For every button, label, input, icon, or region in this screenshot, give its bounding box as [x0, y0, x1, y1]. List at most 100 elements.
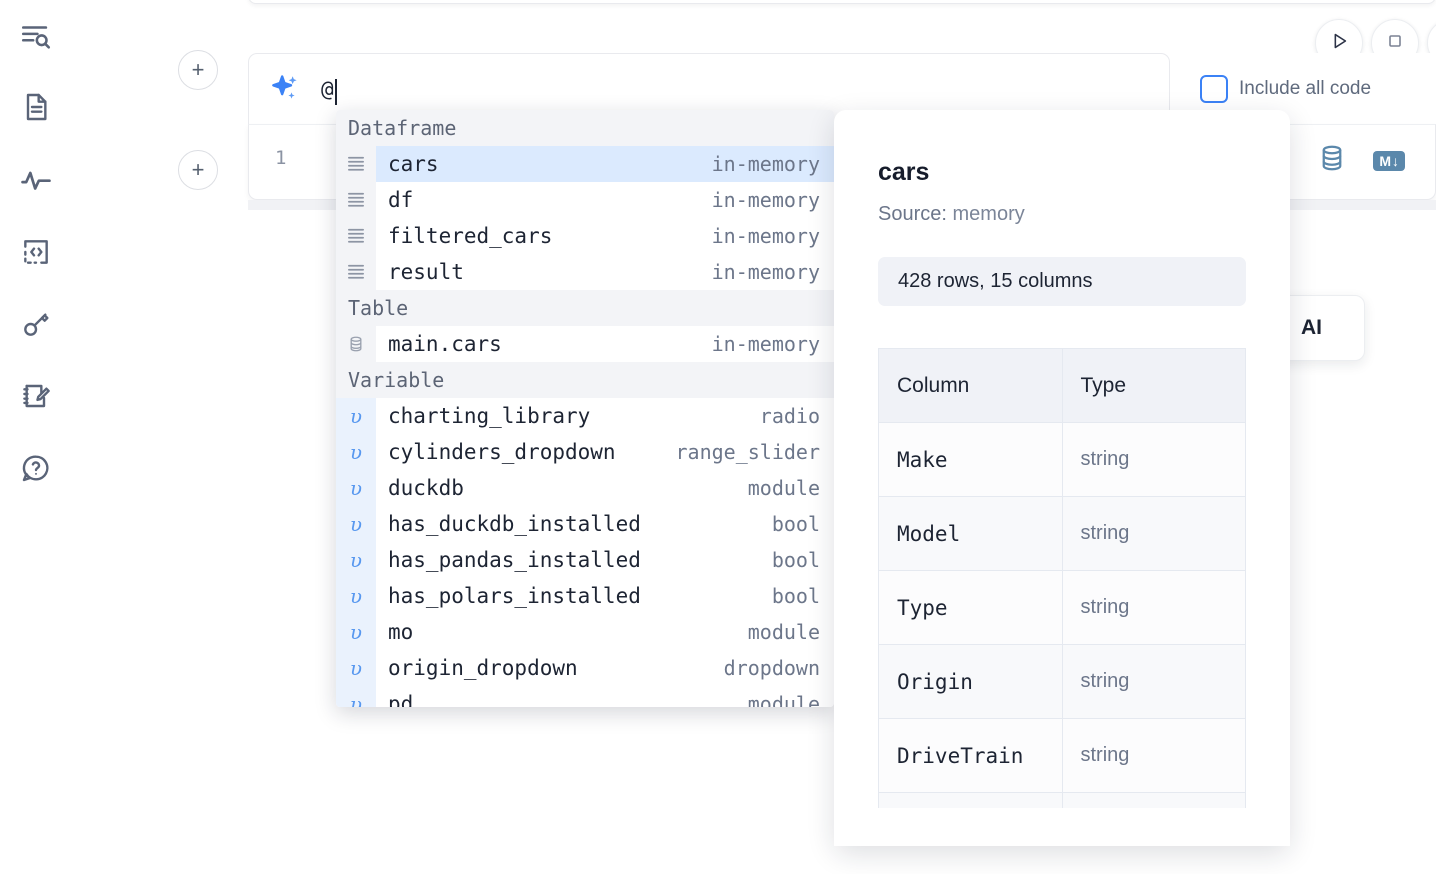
autocomplete-item-name: cars [388, 152, 439, 176]
sidebar-item-help[interactable] [14, 446, 58, 490]
doc-column-type: string [1061, 718, 1246, 793]
autocomplete-item-meta: radio [759, 404, 820, 428]
line-number: 1 [275, 147, 287, 169]
autocomplete-item-name: charting_library [388, 404, 591, 428]
autocomplete-item-meta: module [747, 620, 820, 644]
cell-tools: M ↓ [1317, 143, 1405, 178]
autocomplete-item-name: has_duckdb_installed [388, 512, 641, 536]
autocomplete-item-name: origin_dropdown [388, 656, 578, 680]
autocomplete-group-header: Dataframe [336, 110, 834, 146]
play-icon [1328, 30, 1350, 57]
sidebar-item-snippets[interactable] [14, 230, 58, 274]
text-caret [334, 79, 337, 105]
ai-prompt-options: Include all code [1170, 53, 1436, 124]
autocomplete-item-name: duckdb [388, 476, 464, 500]
doc-column-type: string [1061, 644, 1246, 719]
variable-icon: υ [336, 686, 376, 707]
autocomplete-item-name: pd [388, 692, 414, 707]
include-all-code-toggle[interactable]: Include all code [1200, 74, 1372, 103]
variable-icon: υ [336, 506, 376, 542]
previous-cell-edge [248, 0, 1436, 4]
dataframe-icon [336, 146, 376, 182]
key-icon [20, 308, 52, 340]
doc-column-name: Type [878, 570, 1063, 645]
scratchpad-icon [20, 380, 52, 412]
autocomplete-item-meta: module [747, 692, 820, 707]
autocomplete-item-meta: dropdown [723, 656, 820, 680]
autocomplete-item-name: result [388, 260, 464, 284]
include-all-code-label: Include all code [1239, 77, 1372, 99]
doc-column-name: Origin [878, 644, 1063, 719]
variable-icon: υ [336, 614, 376, 650]
variable-icon: υ [336, 542, 376, 578]
sidebar-item-explore[interactable] [14, 14, 58, 58]
search-outline-icon [19, 19, 53, 53]
left-icon-rail [0, 0, 72, 874]
sidebar-item-activity[interactable] [14, 158, 58, 202]
plus-icon: + [191, 157, 205, 182]
markdown-badge-arrow: ↓ [1392, 152, 1399, 169]
database-icon[interactable] [1317, 143, 1347, 178]
sidebar-item-scratchpad[interactable] [14, 374, 58, 418]
dataframe-icon [336, 218, 376, 254]
autocomplete-item[interactable]: cars in-memory [336, 146, 834, 182]
stop-square-icon [1385, 31, 1405, 56]
doc-source-value: memory [952, 203, 1025, 225]
sidebar-item-secrets[interactable] [14, 302, 58, 346]
autocomplete-item[interactable]: result in-memory [336, 254, 834, 290]
table-icon [336, 326, 376, 362]
include-all-code-checkbox[interactable] [1200, 74, 1228, 103]
autocomplete-item-name: mo [388, 620, 414, 644]
autocomplete-group-header: Table [336, 290, 834, 326]
markdown-badge-text: M [1379, 152, 1391, 169]
autocomplete-item-meta: bool [771, 584, 820, 608]
variable-icon: υ [336, 470, 376, 506]
variable-icon: υ [336, 434, 376, 470]
dataframe-icon [336, 182, 376, 218]
autocomplete-item-meta: module [747, 476, 820, 500]
activity-icon [19, 163, 53, 197]
sidebar-item-document[interactable] [14, 85, 58, 129]
add-cell-button-bottom[interactable]: + [178, 150, 218, 190]
variable-icon: υ [336, 578, 376, 614]
doc-stats-badge: 428 rows, 15 columns [878, 257, 1246, 306]
ai-prompt-input[interactable]: @ [321, 69, 1169, 109]
autocomplete-item-name: main.cars [388, 332, 502, 356]
autocomplete-item-meta: in-memory [711, 224, 820, 248]
markdown-icon[interactable]: M ↓ [1373, 150, 1405, 171]
autocomplete-group-header: Variable [336, 362, 834, 398]
embed-code-icon [20, 236, 52, 268]
autocomplete-item-meta: in-memory [711, 260, 820, 284]
autocomplete-item-meta: bool [771, 548, 820, 572]
autocomplete-item-meta: in-memory [711, 152, 820, 176]
autocomplete-item-name: df [388, 188, 414, 212]
doc-title: cars [878, 158, 930, 186]
ai-sparkle-icon [265, 69, 305, 109]
doc-column-name: DriveTrain [878, 718, 1063, 793]
doc-table-header-cell: Type [1061, 348, 1246, 423]
document-icon [20, 91, 52, 123]
add-cell-button-top[interactable]: + [178, 50, 218, 90]
